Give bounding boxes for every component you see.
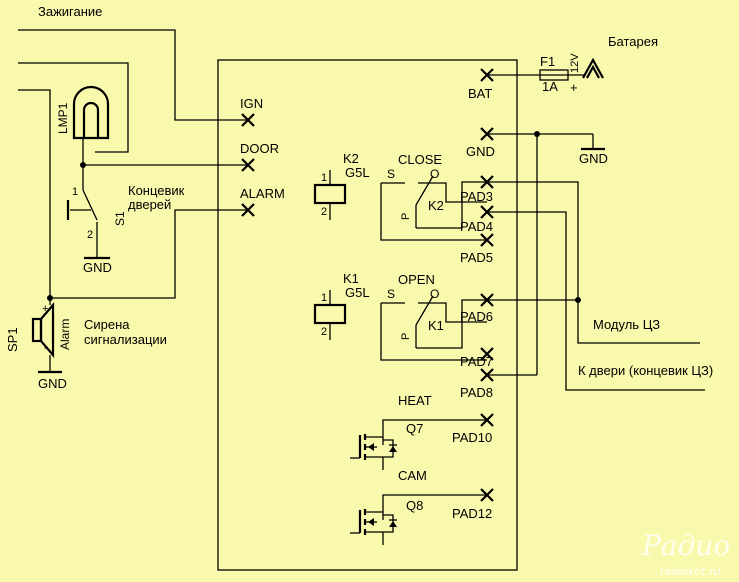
ignition-label: Зажигание	[38, 4, 102, 19]
gnd-label: GND	[579, 151, 608, 166]
siren: + - SP1 Alarm GND Сирена сигнализации	[5, 298, 167, 391]
fuse-value: 1A	[542, 79, 558, 94]
q8-ref: Q8	[406, 498, 423, 513]
pad10-label: PAD10	[452, 430, 492, 445]
pad-door-label: DOOR	[240, 141, 279, 156]
switch-ref: S1	[113, 211, 127, 226]
door-switch: 1 2 S1 Концевик дверей GND	[66, 165, 185, 275]
watermark-site: radiokot.ru	[660, 565, 720, 578]
relay-k1-type: G5L	[345, 285, 370, 300]
siren-plus-wire	[18, 89, 51, 298]
siren-minus: -	[44, 342, 48, 354]
pad-bat-label: BAT	[468, 86, 492, 101]
relay-k2-contact: K2	[428, 198, 444, 213]
lamp-ref: LMP1	[56, 102, 70, 134]
relay-k2: K2 G5L 1 2 CLOSE S O P K2	[313, 151, 487, 241]
siren-label-2: сигнализации	[84, 332, 167, 347]
relay-k1-p: P	[400, 333, 412, 340]
relay-k2-s: S	[387, 167, 395, 181]
pad-door: DOOR	[240, 141, 279, 172]
siren-gnd-label: GND	[38, 376, 67, 391]
relay-k2-ref: K2	[343, 151, 359, 166]
pad6: PAD6	[460, 293, 494, 324]
switch-pin2: 2	[87, 229, 93, 241]
watermark-logo: Радио КОТ	[641, 529, 739, 562]
gnd-feed: GND GND	[466, 127, 608, 376]
battery-voltage: 12V	[569, 53, 581, 73]
door-switch-label-2: дверей	[128, 197, 171, 212]
relay-k1-pin2: 2	[321, 326, 327, 338]
pad3-label: PAD3	[460, 189, 493, 204]
relay-k1-ref: K1	[343, 271, 359, 286]
pad4: PAD4	[460, 205, 494, 234]
switch-pin1: 1	[72, 186, 78, 198]
lamp-supply-wire	[18, 62, 129, 153]
battery-feed: BAT F1 1A 12V + Батарея	[468, 34, 658, 101]
mosfet-q7: HEAT Q7 PAD10	[350, 393, 494, 470]
relay-k1-open: OPEN	[398, 272, 435, 287]
relay-k1-o: O	[430, 287, 439, 301]
relay-k1-pin1: 1	[321, 292, 327, 304]
pad5: PAD5	[460, 233, 494, 265]
pad-gnd-label: GND	[466, 144, 495, 159]
pad-alarm: ALARM	[240, 186, 285, 217]
ignition-wire: Зажигание	[18, 4, 248, 121]
relay-k1-s: S	[387, 287, 395, 301]
alarm-wire	[50, 209, 248, 299]
battery-plus: +	[570, 80, 578, 95]
relay-k1-coil	[313, 303, 347, 325]
relay-k2-pin1: 1	[321, 172, 327, 184]
siren-ref: SP1	[5, 327, 20, 352]
cam-label: CAM	[398, 468, 427, 483]
pad8: PAD8	[460, 368, 494, 400]
relay-k1-contact: K1	[428, 318, 444, 333]
pad7-label: PAD7	[460, 354, 493, 369]
pad8-label: PAD8	[460, 385, 493, 400]
relay-k2-o: O	[430, 167, 439, 181]
heat-label: HEAT	[398, 393, 432, 408]
mosfet-q8: CAM Q8 PAD12	[350, 468, 494, 545]
lock-module-label: Модуль ЦЗ	[593, 317, 660, 332]
pad12-label: PAD12	[452, 506, 492, 521]
pad6-label: PAD6	[460, 309, 493, 324]
door-lock-wires: К двери (концевик ЦЗ)	[487, 211, 713, 391]
pad5-label: PAD5	[460, 250, 493, 265]
pad4-label: PAD4	[460, 219, 493, 234]
pad-ign-label: IGN	[240, 96, 263, 111]
relay-k2-pin2: 2	[321, 206, 327, 218]
battery-label: Батарея	[608, 34, 658, 49]
battery-arrow-icon	[582, 57, 604, 79]
door-lock-label: К двери (концевик ЦЗ)	[578, 363, 713, 378]
siren-plus: +	[42, 303, 48, 315]
watermark: Радио КОТ radiokot.ru	[641, 529, 739, 578]
siren-label-1: Сирена	[84, 317, 130, 332]
pad-alarm-label: ALARM	[240, 186, 285, 201]
door-lamp: LMP1	[56, 85, 110, 166]
control-board	[217, 59, 518, 571]
door-switch-label-1: Концевик	[128, 183, 185, 198]
relay-k2-close: CLOSE	[398, 152, 442, 167]
relay-k2-p: P	[400, 213, 412, 220]
relay-k2-coil	[313, 183, 347, 205]
q7-ref: Q7	[406, 421, 423, 436]
relay-k1: K1 G5L 1 2 OPEN S O P K1	[313, 271, 487, 361]
relay-k2-type: G5L	[345, 165, 370, 180]
switch-gnd-label: GND	[83, 260, 112, 275]
fuse-ref: F1	[540, 54, 555, 69]
siren-alarm: Alarm	[58, 319, 72, 350]
lock-module-wires: Модуль ЦЗ	[487, 181, 700, 344]
pad7: PAD7	[460, 347, 494, 369]
pad3: PAD3	[460, 175, 494, 204]
pad-ign: IGN	[240, 96, 263, 127]
